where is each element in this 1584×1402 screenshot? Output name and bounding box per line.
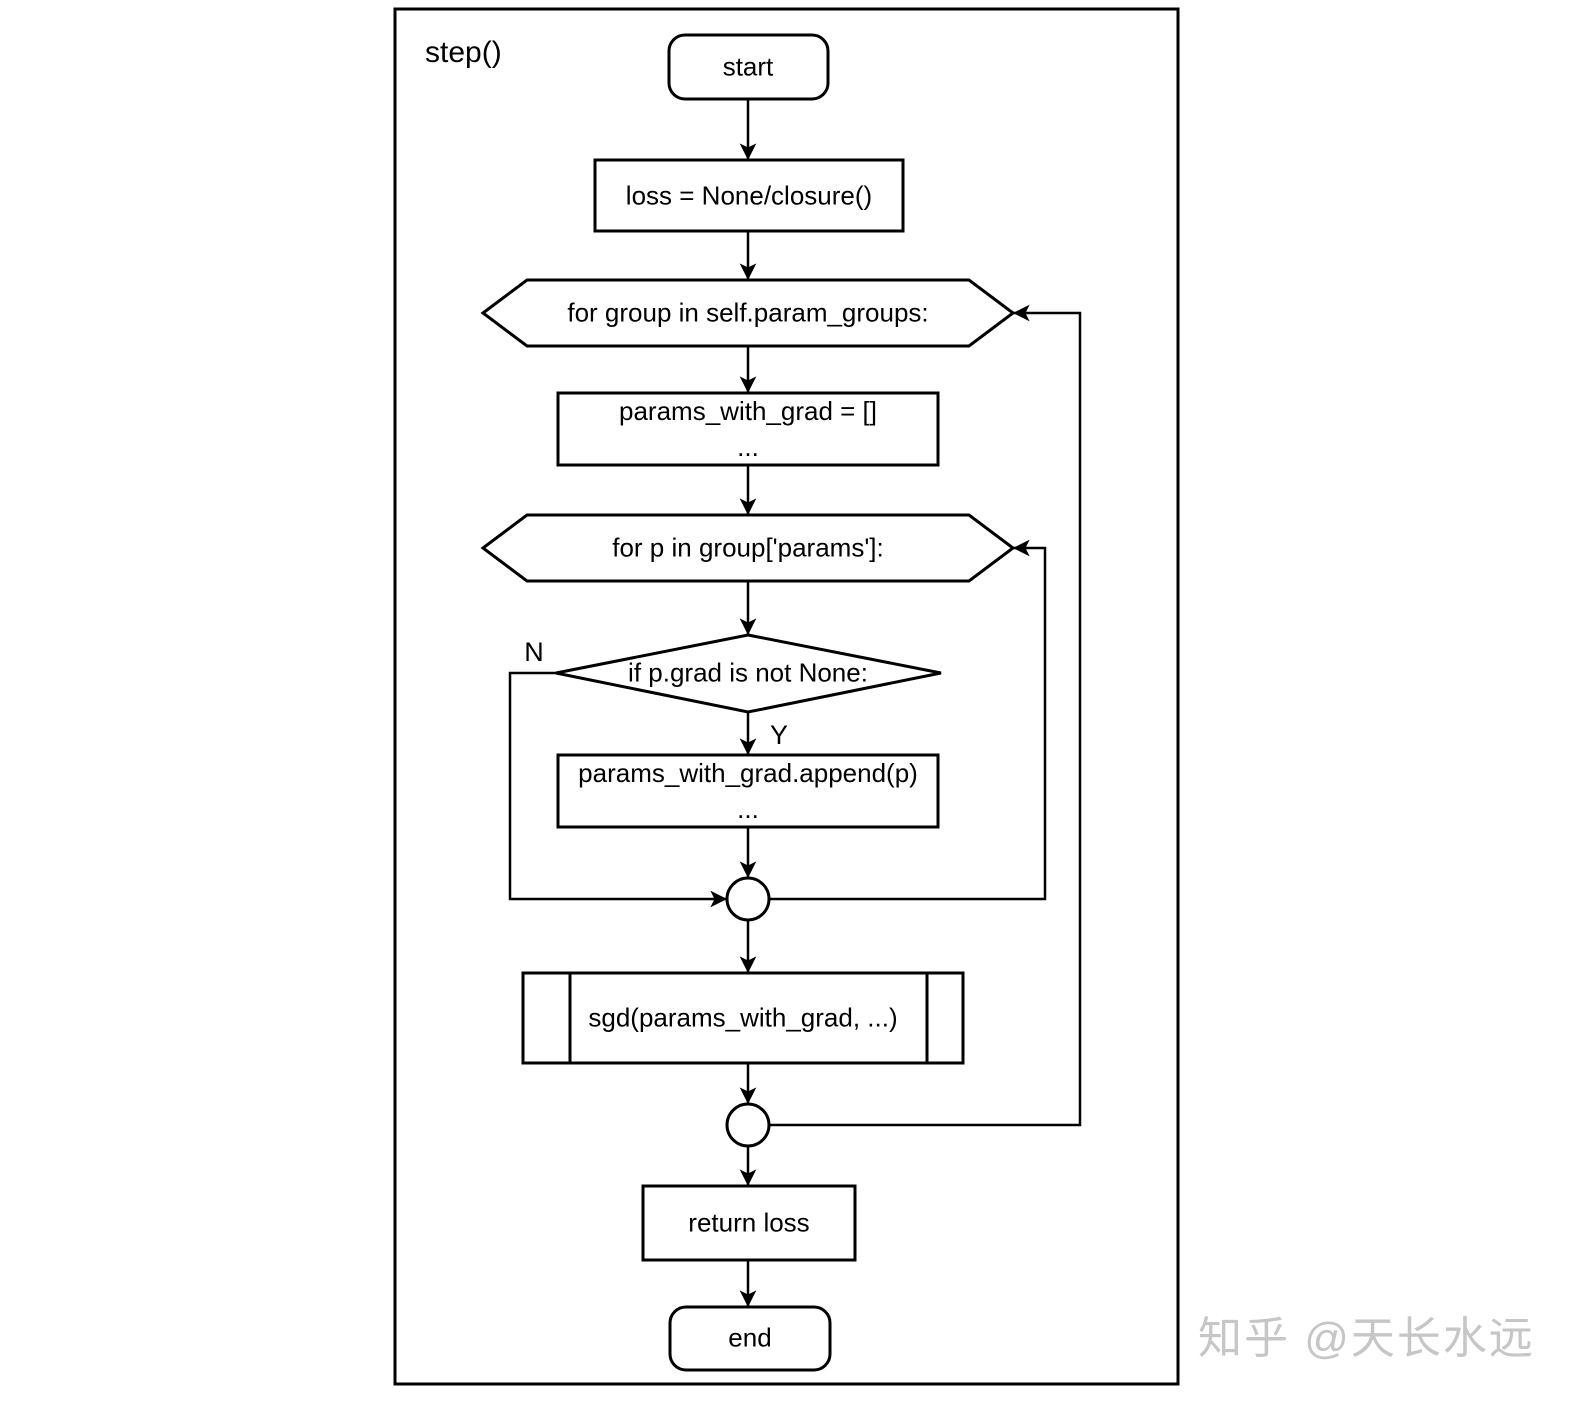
params-init-label: params_with_grad = [] ... — [619, 393, 877, 465]
for-group-label: for group in self.param_groups: — [567, 297, 929, 328]
edge-junction2-loopback-forgroup — [769, 304, 1082, 1127]
junction1-connector-circle — [725, 876, 771, 922]
grad-check-decision-diamond — [555, 633, 942, 714]
frame-border — [393, 7, 1180, 1386]
return-loss-label: return loss — [688, 1207, 810, 1238]
edge-gradcheck-no-to-junction1 — [508, 671, 727, 908]
junction2-connector-circle — [725, 1102, 771, 1148]
loss-label: loss = None/closure() — [625, 180, 873, 211]
for-p-label: for p in group['params']: — [612, 532, 884, 563]
branch-yes-label: Y — [769, 719, 789, 750]
start-terminator-shape — [667, 33, 830, 101]
watermark-text: 知乎 @天长水远 — [1198, 1314, 1535, 1363]
sgd-call-label: sgd(params_with_grad, ...) — [588, 1002, 898, 1033]
params-init-line1: params_with_grad = [] — [619, 396, 877, 426]
append-process-shape — [556, 753, 940, 829]
params-init-line2: ... — [737, 432, 759, 462]
edge-junction1-loopback-forp — [769, 539, 1047, 901]
for-group-loop-hexagon — [480, 278, 1016, 348]
params-init-process-shape — [556, 391, 940, 467]
sgd-predefined-process-shape — [521, 971, 965, 1065]
branch-no-label: N — [524, 636, 544, 667]
loss-process-shape — [593, 158, 905, 233]
end-terminator-shape — [668, 1305, 832, 1372]
grad-check-label: if p.grad is not None: — [628, 657, 868, 688]
for-p-loop-hexagon — [480, 513, 1016, 583]
append-line1: params_with_grad.append(p) — [578, 758, 918, 788]
append-line2: ... — [737, 794, 759, 824]
start-label: start — [722, 51, 774, 82]
end-label: end — [728, 1322, 772, 1353]
function-title: step() — [425, 36, 502, 69]
append-label: params_with_grad.append(p) ... — [578, 755, 918, 827]
return-process-shape — [641, 1184, 857, 1262]
